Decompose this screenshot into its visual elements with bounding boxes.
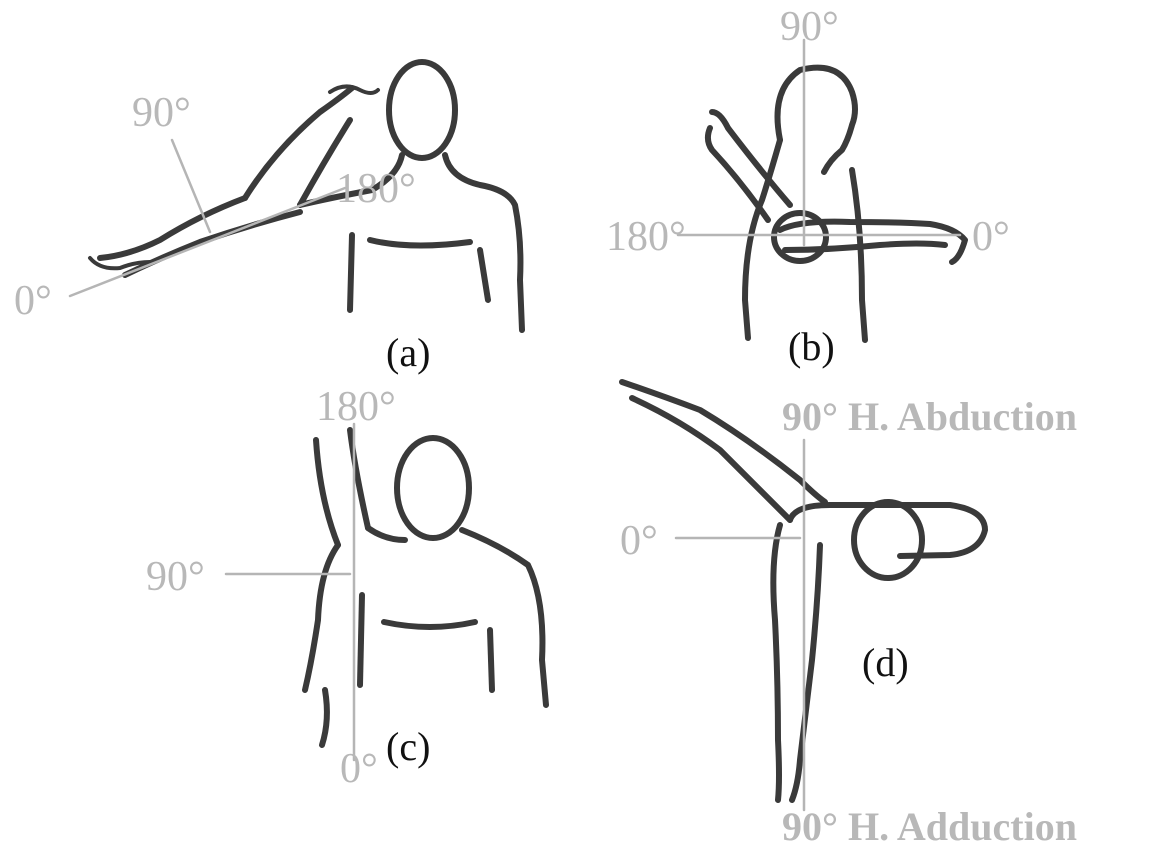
panel-d-angle-0: 0° [620,518,658,564]
panel-a-torso-left [350,235,352,310]
panel-a-angle-0: 0° [14,278,52,324]
panel-d-angle-abduction: 90° H. Abduction [782,394,1077,439]
panel-a-chest-line [370,240,470,246]
panel-b-angle-180: 180° [606,214,686,260]
panel-a-label: (a) [386,330,430,375]
panel-b-arm-bottom [785,244,945,251]
panel-b-head [778,68,856,172]
panel-c-left-side [305,545,338,690]
panel-c-figure [305,430,546,745]
panel-a-extended-arm-top [100,198,245,258]
panel-b-shoulder-joint [774,213,826,261]
panel-c-raised-arm-outer [316,440,338,545]
panel-c-torso-right [490,630,492,690]
panel-b-label: (b) [788,324,835,369]
panel-a-angle-90: 90° [132,90,191,136]
panel-c: 180° 90° 0° (c) [146,384,546,792]
panel-b-angle-0: 0° [972,214,1010,260]
panel-c-torso-left [360,595,362,685]
panel-a: 90° 180° 0° (a) [14,62,522,375]
panel-d-label: (d) [862,640,909,685]
panel-c-left-arm-lower [322,690,327,745]
panel-b-figure [708,68,965,340]
panel-a-torso-right [480,250,488,300]
panel-c-chest-line [384,622,475,627]
panel-c-angle-90: 90° [146,554,205,600]
panel-c-angle-180: 180° [316,384,396,430]
panel-a-angle-180: 180° [336,166,416,212]
panel-b-front [852,170,865,340]
panel-d-lower-arm-inner [792,545,820,800]
panel-a-head [389,62,455,158]
panel-c-angle-0: 0° [340,746,378,792]
panel-c-head [397,438,469,538]
panel-c-raised-arm-inner [350,430,368,528]
panel-d-angle-adduction: 90° H. Adduction [782,804,1077,849]
panel-c-right-shoulder [462,530,546,705]
panel-d-lower-arm-outer [773,525,780,800]
panel-b: 90° 180° 0° (b) [606,4,1010,369]
panel-a-axis-90 [172,140,210,232]
panel-c-label: (c) [386,724,430,769]
panel-c-neck-left [368,528,405,540]
panel-d: 90° H. Abduction 0° (d) 90° H. Adduction [620,382,1077,849]
panel-b-angle-90: 90° [780,4,839,50]
panel-d-head [854,502,922,578]
panel-a-axis-0-180 [70,188,345,296]
